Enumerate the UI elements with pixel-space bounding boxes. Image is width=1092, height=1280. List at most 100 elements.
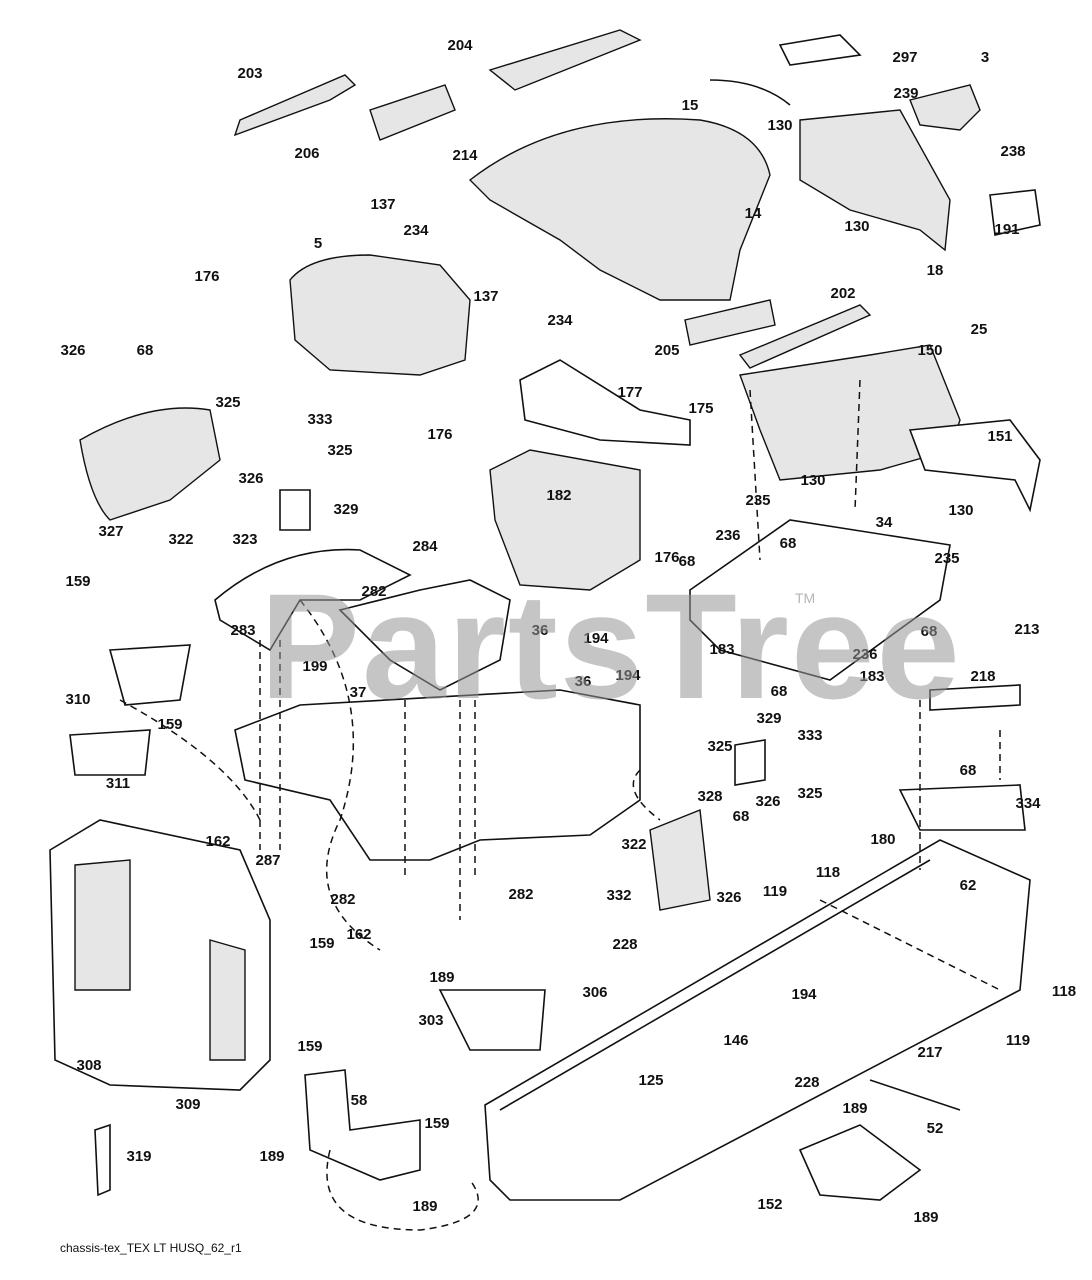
panel-part <box>989 189 1041 236</box>
frame-part <box>484 839 1031 1201</box>
part-number-label: 333 <box>797 727 822 744</box>
part-number-label: 189 <box>842 1100 867 1117</box>
part-number-label: 62 <box>960 877 977 894</box>
part-number-label: 326 <box>238 470 263 487</box>
part-number-label: 332 <box>606 887 631 904</box>
part-number-label: 37 <box>350 684 367 701</box>
frame-part <box>499 859 931 1111</box>
part-number-label: 15 <box>682 97 699 114</box>
part-number-label: 130 <box>948 502 973 519</box>
part-number-label: 309 <box>175 1096 200 1113</box>
part-number-label: 218 <box>970 668 995 685</box>
assembly-line <box>299 599 381 951</box>
panel-part <box>909 84 981 131</box>
part-number-label: 68 <box>960 762 977 779</box>
part-number-label: 3 <box>981 49 989 66</box>
part-number-label: 325 <box>707 738 732 755</box>
part-number-label: 325 <box>797 785 822 802</box>
part-number-label: 236 <box>715 527 740 544</box>
part-number-label: 183 <box>859 668 884 685</box>
part-number-label: 283 <box>230 622 255 639</box>
part-number-label: 162 <box>346 926 371 943</box>
part-number-label: 68 <box>679 553 696 570</box>
bracket-part <box>898 784 1026 831</box>
hood-part <box>468 118 771 301</box>
bracket-part <box>519 359 691 446</box>
part-number-label: 159 <box>157 716 182 733</box>
part-number-label: 18 <box>927 262 944 279</box>
part-number-label: 206 <box>294 145 319 162</box>
part-number-label: 328 <box>697 788 722 805</box>
dash-lower-part <box>489 449 641 591</box>
part-number-label: 175 <box>688 400 713 417</box>
bracket-part <box>908 419 1041 513</box>
part-number-label: 334 <box>1015 795 1041 812</box>
assembly-line <box>632 769 661 821</box>
part-number-label: 282 <box>361 583 386 600</box>
part-number-label: 189 <box>412 1198 437 1215</box>
assembly-line <box>819 899 1001 991</box>
part-number-label: 228 <box>612 936 637 953</box>
part-number-label: 284 <box>412 538 438 555</box>
part-number-label: 333 <box>307 411 332 428</box>
mounting-plate-part <box>689 519 951 681</box>
part-number-label: 162 <box>205 833 230 850</box>
panel-part <box>778 34 862 66</box>
part-number-label: 297 <box>892 49 917 66</box>
part-number-label: 322 <box>621 836 646 853</box>
vent-part <box>488 29 642 91</box>
part-number-label: 159 <box>309 935 334 952</box>
part-number-label: 326 <box>60 342 85 359</box>
part-number-label: 322 <box>168 531 193 548</box>
part-number-label: 159 <box>297 1038 322 1055</box>
bracket-part <box>279 489 311 531</box>
part-number-label: 176 <box>654 549 679 566</box>
part-number-label: 182 <box>546 487 571 504</box>
part-number-label: 36 <box>532 622 549 639</box>
panel-part <box>709 79 791 106</box>
part-number-label: 118 <box>1052 983 1076 1000</box>
part-number-label: 311 <box>106 775 130 792</box>
part-number-label: 325 <box>327 442 352 459</box>
part-number-label: 327 <box>98 523 123 540</box>
vent-part <box>233 74 357 137</box>
part-number-label: 151 <box>987 428 1012 445</box>
part-number-label: 5 <box>314 235 322 252</box>
part-number-label: 176 <box>194 268 219 285</box>
part-number-label: 303 <box>418 1012 443 1029</box>
part-number-label: 306 <box>582 984 607 1001</box>
part-number-label: 199 <box>302 658 327 675</box>
part-number-label: 125 <box>638 1072 663 1089</box>
part-number-label: 326 <box>755 793 780 810</box>
part-number-label: 329 <box>756 710 781 727</box>
part-number-label: 282 <box>330 891 355 908</box>
part-number-label: 130 <box>844 218 869 235</box>
part-number-label: 205 <box>654 342 679 359</box>
fender-cover-part <box>214 548 412 652</box>
part-number-label: 180 <box>870 831 895 848</box>
part-number-label: 119 <box>763 883 787 900</box>
part-number-label: 326 <box>716 889 741 906</box>
grille-mesh-part <box>209 939 246 1061</box>
diagram-caption: chassis-tex_TEX LT HUSQ_62_r1 <box>60 1241 242 1255</box>
part-number-label: 325 <box>215 394 240 411</box>
part-number-label: 68 <box>921 623 938 640</box>
part-number-label: 130 <box>767 117 792 134</box>
part-number-label: 234 <box>547 312 573 329</box>
part-number-label: 217 <box>917 1044 942 1061</box>
strip-part <box>684 299 776 346</box>
part-number-label: 203 <box>237 65 262 82</box>
part-number-label: 228 <box>794 1074 819 1091</box>
body-shell-part <box>234 689 641 861</box>
assembly-line <box>259 640 476 920</box>
vent-part <box>369 84 456 141</box>
cover-part <box>798 1124 922 1201</box>
part-number-label: 235 <box>745 492 770 509</box>
part-number-label: 323 <box>232 531 257 548</box>
part-number-label: 146 <box>723 1032 748 1049</box>
part-number-label: 282 <box>508 886 533 903</box>
part-number-label: 130 <box>800 472 825 489</box>
part-number-label: 204 <box>447 37 473 54</box>
